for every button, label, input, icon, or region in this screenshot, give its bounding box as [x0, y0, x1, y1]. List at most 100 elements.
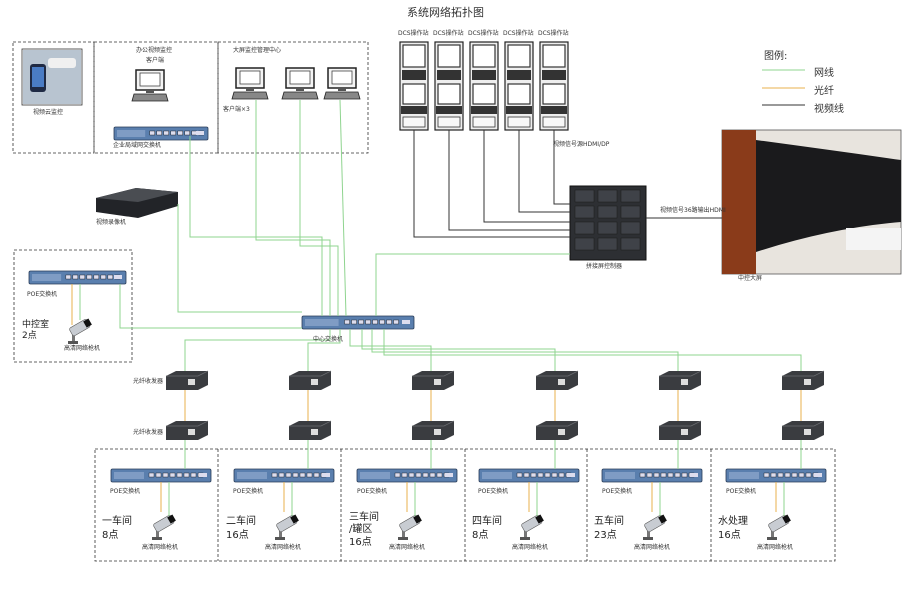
workshop-poe-switch: [725, 468, 827, 483]
workshop-camera: [152, 514, 176, 540]
dcs-station: [469, 41, 499, 131]
cloud-monitor-box: [12, 41, 95, 154]
central-room-name: 中控室: [22, 320, 50, 330]
splicer-card: [597, 221, 618, 235]
dcs-label: DCS操作站: [398, 30, 429, 37]
workshop-count: 16点: [718, 530, 741, 541]
video-wall-desk: [846, 228, 901, 250]
workshop-count: 8点: [102, 530, 119, 541]
workshop-camera: [767, 514, 791, 540]
fiber-transceiver-top: [659, 370, 702, 390]
legend-title: 图例:: [764, 51, 788, 62]
network-line: [375, 253, 570, 316]
workshop-count: 16点: [349, 537, 372, 548]
dcs-label: DCS操作站: [468, 30, 499, 37]
bigscreen-client-monitor: [323, 67, 361, 100]
poe-switch-label: POE交换机: [233, 488, 264, 495]
fiber-transceiver-bottom: [412, 420, 455, 440]
splicer-card: [620, 189, 641, 203]
central-poe-switch-label: POE交换机: [27, 291, 58, 298]
network-line: [339, 99, 347, 317]
splicer-card: [620, 205, 641, 219]
cloud-photo-frame: [21, 48, 83, 106]
enterprise-switch: [113, 126, 209, 141]
bigscreen-client-monitor: [231, 67, 269, 100]
network-line: [255, 100, 331, 316]
dcs-label: DCS操作站: [538, 30, 569, 37]
splicer-label: 拼接屏控制器: [586, 263, 623, 270]
workshop-name: 二车间: [226, 516, 256, 527]
fiber-transceiver-top: [412, 370, 455, 390]
fiber-transceiver-bottom: [166, 420, 209, 440]
network-line: [349, 329, 432, 371]
camera-label: 高清网络枪机: [265, 544, 302, 551]
video-line: [448, 130, 570, 231]
central-camera-label: 高清网络枪机: [64, 345, 101, 352]
network-line: [371, 329, 679, 371]
office-client-monitor: [131, 69, 169, 102]
workshop-count: 16点: [226, 530, 249, 541]
dcs-label: DCS操作站: [433, 30, 464, 37]
network-line: [184, 329, 331, 371]
workshop-poe-switch: [233, 468, 335, 483]
camera-label: 高清网络枪机: [142, 544, 179, 551]
cloud-monitor-label: 视频云监控: [33, 109, 64, 116]
transceiver-label-top: 光纤收发器: [133, 378, 164, 385]
dcs-station: [434, 41, 464, 131]
video-wall-sidewall: [722, 130, 756, 274]
video-line: [483, 130, 570, 223]
bigscreen-client-monitor: [281, 67, 319, 100]
camera-label: 高清网络枪机: [634, 544, 671, 551]
splicer-card: [597, 189, 618, 203]
fiber-transceiver-bottom: [782, 420, 825, 440]
poe-switch-label: POE交换机: [726, 488, 757, 495]
workshop-poe-switch: [110, 468, 212, 483]
fiber-transceiver-top: [536, 370, 579, 390]
dcs-station: [504, 41, 534, 131]
workshop-poe-switch: [478, 468, 580, 483]
central-poe-switch: [28, 270, 127, 285]
bigscreen-center-label: 大屏监控管理中心: [233, 47, 282, 54]
office-monitor-label: 办公视频监控: [136, 47, 173, 54]
video-wall-screen: [756, 140, 901, 252]
phone-screen-icon: [32, 67, 44, 87]
video-line: [413, 130, 570, 238]
client-count-label: 客户端×3: [223, 106, 250, 113]
fiber-transceiver-top: [289, 370, 332, 390]
dcs-station: [539, 41, 569, 131]
workshop-name: 四车间: [472, 516, 502, 527]
camera-label: 高清网络枪机: [512, 544, 549, 551]
bigscreen-center-box: [217, 41, 369, 154]
central-camera: [68, 318, 92, 344]
nvr-top: [96, 188, 178, 202]
poe-switch-label: POE交换机: [110, 488, 141, 495]
splicer-card: [574, 189, 595, 203]
splicer-output-label: 视频信号36路输出HDMI: [660, 207, 726, 214]
fiber-transceiver-bottom: [289, 420, 332, 440]
fiber-transceiver-bottom: [536, 420, 579, 440]
fiber-transceiver-bottom: [659, 420, 702, 440]
dcs-station: [399, 41, 429, 131]
workshop-poe-switch: [356, 468, 458, 483]
splicer-card: [574, 205, 595, 219]
dcs-label: DCS操作站: [503, 30, 534, 37]
video-wall-label: 中控大屏: [738, 275, 763, 282]
cctv-icon: [48, 58, 76, 68]
workshop-camera: [520, 514, 544, 540]
workshop-camera: [275, 514, 299, 540]
network-line: [299, 100, 339, 316]
camera-label: 高清网络枪机: [757, 544, 794, 551]
core-switch: [301, 315, 415, 330]
splicer-card: [574, 237, 595, 251]
enterprise-switch-label: 企业局域网交换机: [113, 142, 162, 149]
workshop-name: 三车间 /罐区: [349, 512, 379, 535]
poe-switch-label: POE交换机: [478, 488, 509, 495]
fiber-transceiver-top: [166, 370, 209, 390]
poe-switch-label: POE交换机: [602, 488, 633, 495]
legend-network-label: 网线: [814, 68, 834, 79]
workshop-name: 水处理: [718, 516, 748, 527]
diagram-title: 系统网络拓扑图: [407, 6, 484, 19]
poe-switch-label: POE交换机: [357, 488, 388, 495]
office-client-label: 客户端: [146, 57, 165, 64]
